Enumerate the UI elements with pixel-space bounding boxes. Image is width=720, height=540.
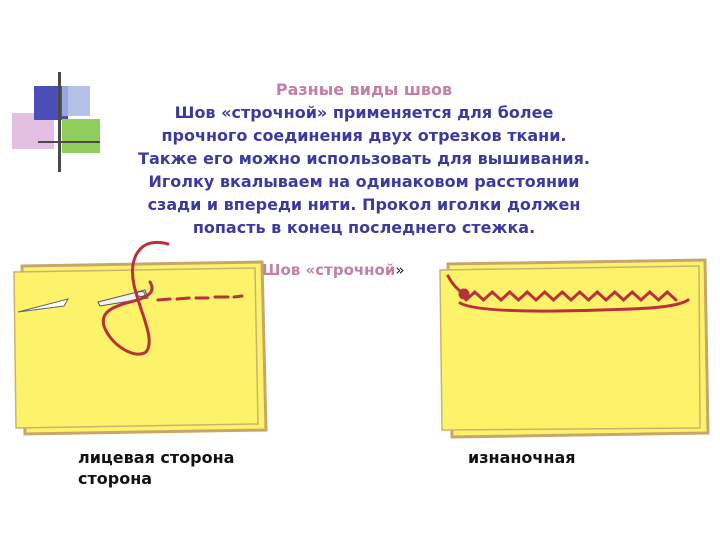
slide-text: Разные виды швов Шов «строчной» применяе… — [90, 78, 638, 239]
caption: Шов «строчной» — [262, 261, 405, 279]
label-front-line2: сторона — [78, 469, 153, 488]
body-line-6: попасть в конец последнего стежка. — [192, 218, 536, 237]
body-line-2: прочного соединения двух отрезков ткани. — [161, 126, 567, 145]
fabric-front — [13, 260, 268, 436]
decor-square-lightblue — [62, 86, 90, 116]
body-line-1: Шов «строчной» применяется для более — [174, 103, 554, 122]
decor-vertical-line — [58, 72, 61, 172]
caption-suffix: » — [395, 261, 405, 279]
thread-back — [446, 274, 690, 313]
label-front-side: лицевая сторона сторона — [78, 447, 234, 489]
slide-title: Разные виды швов — [275, 80, 453, 99]
decor-square-green — [62, 119, 100, 153]
label-back-side: изнаночная — [468, 448, 576, 467]
label-front-line1: лицевая сторона — [78, 448, 235, 467]
thread-front — [101, 240, 244, 356]
body-line-3: Также его можно использовать для вышиван… — [138, 149, 590, 168]
body-line-5: сзади и впереди нити. Прокол иголки долж… — [147, 195, 581, 214]
decor-horizontal-line — [38, 141, 100, 143]
body-line-4: Иголку вкалываем на одинаковом расстояни… — [148, 172, 580, 191]
fabric-back — [439, 258, 710, 439]
caption-stitch-name: Шов «строчной — [262, 261, 396, 279]
